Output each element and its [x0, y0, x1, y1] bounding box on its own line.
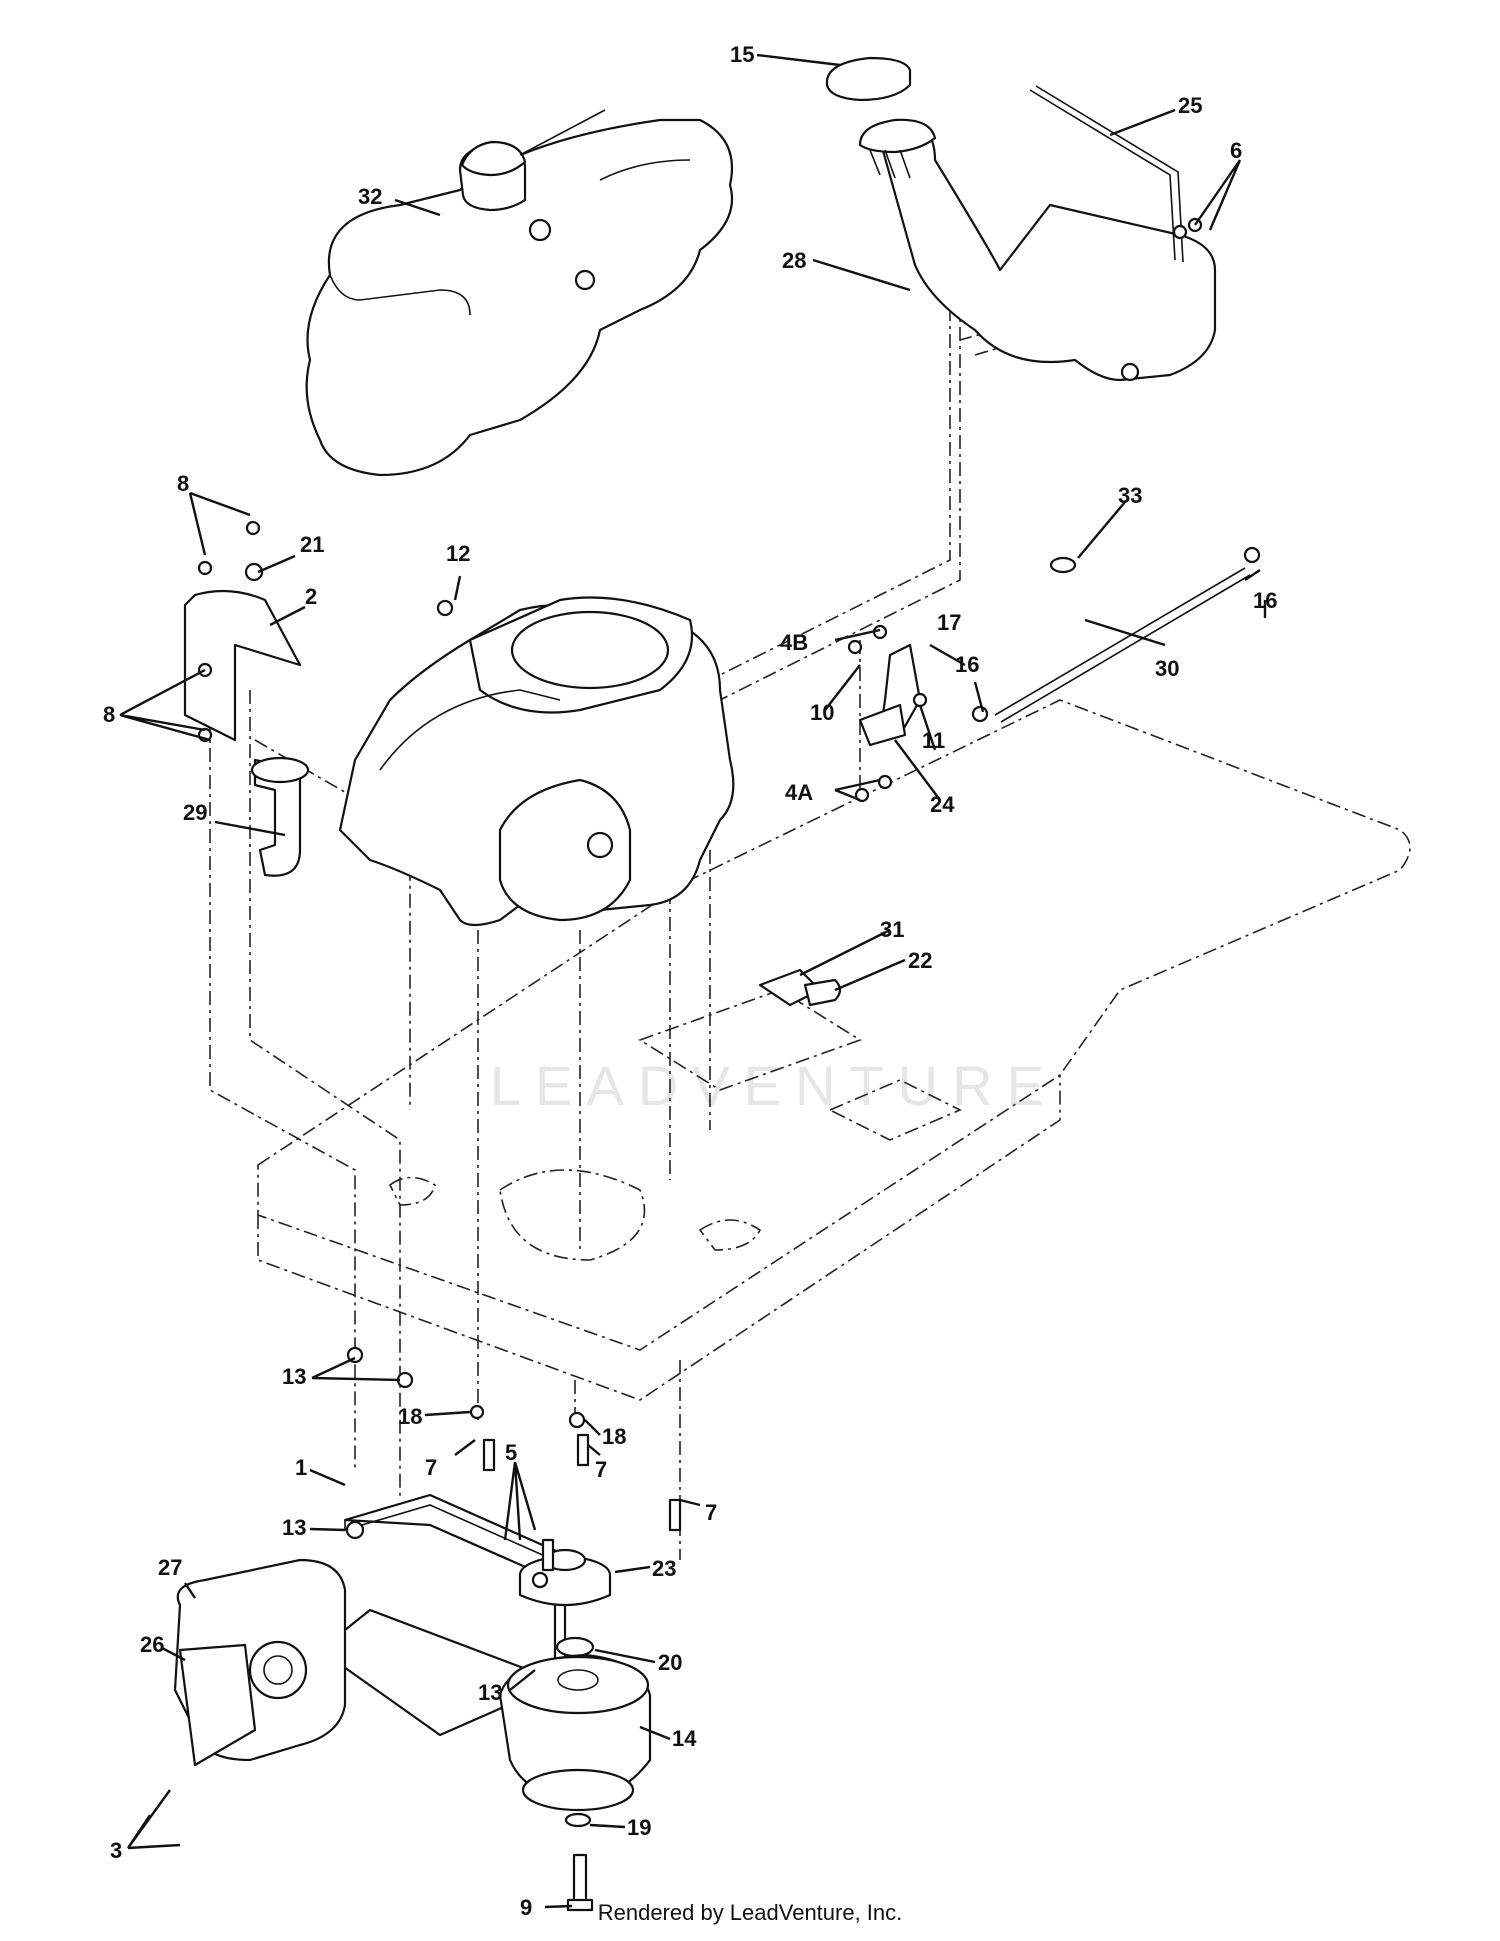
- callout-13c: 13: [478, 1680, 502, 1705]
- washer-20: [555, 1636, 595, 1658]
- bolt-9: [564, 1812, 594, 1912]
- plug-33: [1049, 556, 1077, 574]
- rod-30: [994, 567, 1251, 723]
- callout-10: 10: [810, 700, 834, 725]
- engine-12: [338, 596, 735, 927]
- callout-16a: 16: [955, 652, 979, 677]
- fuel-tank-32: [305, 109, 734, 477]
- callout-17: 17: [937, 610, 961, 635]
- heat-shield-2: [183, 589, 302, 742]
- muffler-27: [173, 1558, 347, 1767]
- callout-14: 14: [672, 1726, 697, 1751]
- callout-18b: 18: [602, 1424, 626, 1449]
- watermark: LEADVENTURE: [490, 1054, 1058, 1117]
- callout-21: 21: [300, 532, 324, 557]
- callout-15: 15: [730, 42, 754, 67]
- fitting-31: [758, 968, 842, 1007]
- fasteners: [197, 217, 1261, 1589]
- callout-4B: 4B: [780, 630, 808, 655]
- callout-25: 25: [1178, 93, 1202, 118]
- exhaust-pipe-29: [250, 756, 310, 877]
- callout-19: 19: [627, 1815, 651, 1840]
- callout-3: 3: [110, 1838, 122, 1863]
- callout-13a: 13: [282, 1364, 306, 1389]
- callout-33: 33: [1118, 483, 1142, 508]
- callout-8b: 8: [103, 702, 115, 727]
- leader-lines: [119, 53, 1267, 1909]
- callout-4A: 4A: [785, 780, 813, 805]
- clutch-14: [498, 1653, 652, 1812]
- callout-28: 28: [782, 248, 806, 273]
- callout-27: 27: [158, 1555, 182, 1580]
- callout-32: 32: [358, 184, 382, 209]
- callouts: 1 2 3 4A 4B 5 6 7 7 7 8 8 9 10 11 12 13 …: [103, 42, 1277, 1920]
- callout-12: 12: [446, 541, 470, 566]
- callout-2: 2: [305, 584, 317, 609]
- footer-credit: Rendered by LeadVenture, Inc.: [597, 1900, 903, 1925]
- frame-plate: [257, 699, 1411, 1401]
- callout-5: 5: [505, 1440, 517, 1465]
- cap-15: [825, 56, 912, 102]
- callout-29: 29: [183, 800, 207, 825]
- callout-16b: 16: [1253, 588, 1277, 613]
- callout-26: 26: [140, 1632, 164, 1657]
- callout-7b: 7: [595, 1457, 607, 1482]
- callout-20: 20: [658, 1650, 682, 1675]
- reservoir-28: [858, 118, 1217, 382]
- callout-31: 31: [880, 917, 904, 942]
- lever-24: [858, 643, 922, 747]
- callout-6: 6: [1230, 138, 1242, 163]
- callout-18a: 18: [398, 1404, 422, 1429]
- callout-11: 11: [922, 728, 945, 753]
- callout-30: 30: [1155, 656, 1179, 681]
- callout-8a: 8: [177, 471, 189, 496]
- callout-9: 9: [520, 1895, 532, 1920]
- callout-1: 1: [295, 1455, 307, 1480]
- callout-7a: 7: [425, 1455, 437, 1480]
- callout-7c: 7: [705, 1500, 717, 1525]
- callout-13b: 13: [282, 1515, 306, 1540]
- callout-23: 23: [652, 1556, 676, 1581]
- callout-22: 22: [908, 948, 932, 973]
- callout-24: 24: [930, 792, 955, 817]
